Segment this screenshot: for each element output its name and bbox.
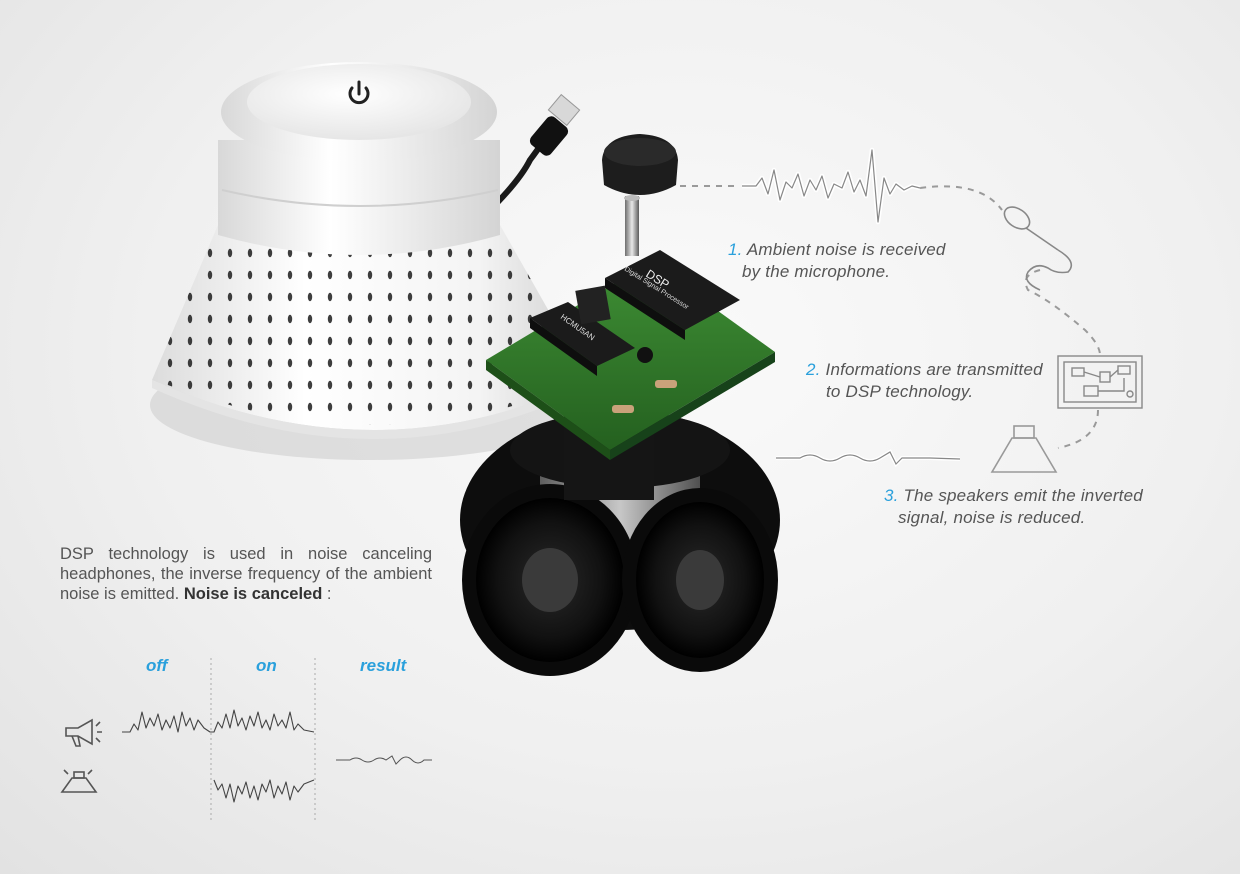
flow-line (680, 185, 1101, 449)
column-label-result: result (360, 656, 407, 675)
step-3-number: 3. (884, 486, 899, 505)
dsp-chip: Digital Signal Processor DSP (605, 250, 740, 340)
dsp-circuit-board: Digital Signal Processor DSP HCMU5AN (486, 250, 775, 460)
inverted-waveform (776, 449, 961, 468)
step-2-line-1: Informations are transmitted (825, 360, 1043, 379)
step-2-line-2: to DSP technology. (826, 382, 974, 401)
speaker-cone-icon (990, 425, 1058, 473)
anti-noise-wave (213, 779, 315, 803)
noise-waveform (742, 147, 921, 225)
step-3-line-1: The speakers emit the inverted (903, 486, 1143, 505)
description-paragraph: DSP technology is used in noise cancelin… (60, 544, 432, 604)
description-text: DSP technology is used in noise cancelin… (60, 545, 432, 603)
result-wave (336, 755, 432, 765)
step-2: 2. Informations are transmitted to DSP t… (806, 359, 1043, 403)
power-icon[interactable] (348, 80, 370, 105)
step-2-number: 2. (806, 360, 821, 379)
ambient-noise-wave (122, 709, 315, 733)
comparison-grid (210, 658, 316, 820)
description-emphasis: Noise is canceled (183, 585, 323, 603)
microphone-icon (1003, 206, 1073, 291)
speaker-drivers (460, 410, 780, 676)
step-3: 3. The speakers emit the inverted signal… (884, 485, 1143, 529)
step-3-line-2: signal, noise is reduced. (898, 508, 1086, 527)
microphone-component (602, 134, 678, 256)
circuit-board-icon (1057, 355, 1143, 409)
step-1: 1. Ambient noise is received by the micr… (728, 239, 946, 283)
usb-cable (487, 93, 581, 213)
speaker-device (150, 62, 590, 460)
description-suffix: : (322, 585, 332, 603)
column-label-off: off (146, 656, 168, 675)
speaker-icon (60, 769, 98, 793)
step-1-line-1: Ambient noise is received (746, 240, 946, 259)
megaphone-icon (65, 718, 102, 747)
column-label-on: on (256, 656, 277, 675)
step-1-line-2: by the microphone. (742, 262, 891, 281)
step-1-number: 1. (728, 240, 743, 259)
